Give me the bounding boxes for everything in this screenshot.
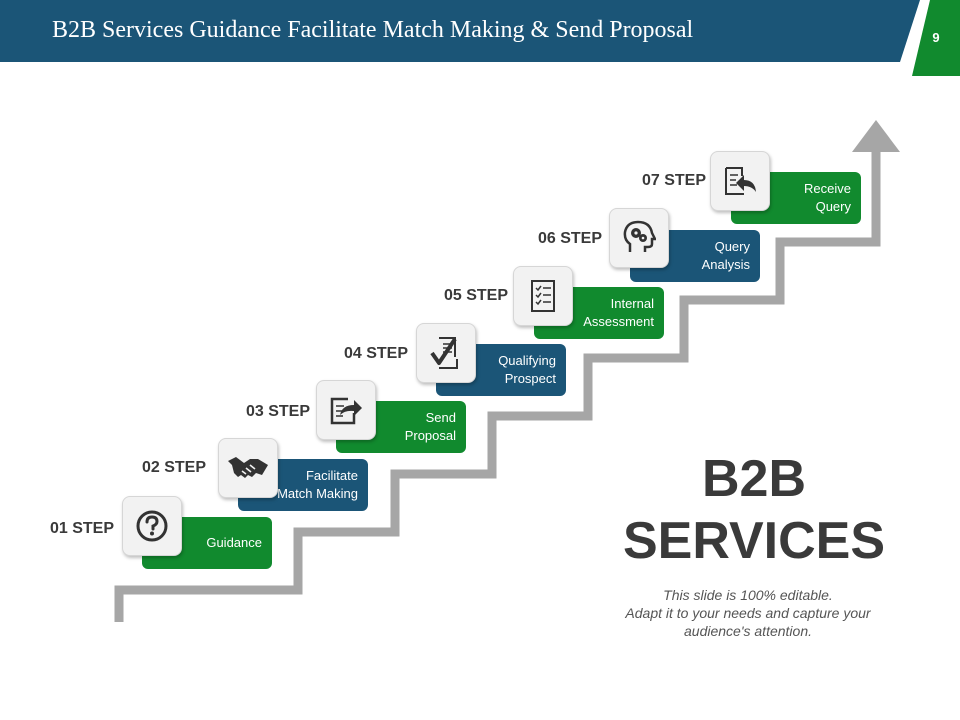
page-title: B2B Services Guidance Facilitate Match M… <box>52 17 694 43</box>
document-check-icon <box>430 337 458 369</box>
step-number-2: 02 STEP <box>141 459 206 476</box>
step-label-text: Guidance <box>206 535 262 550</box>
step-icon-tile-2 <box>218 438 278 498</box>
caption-line-2: Adapt it to your needs and capture your <box>625 605 871 621</box>
step-number-4: 04 STEP <box>343 345 408 362</box>
step-number-1: 01 STEP <box>49 520 114 537</box>
step-icon-tile-4 <box>416 323 476 383</box>
step-label-text: Qualifying Prospect <box>498 353 556 386</box>
step-box-query-analysis[interactable]: Query Analysis <box>630 230 760 282</box>
step-label-text: Receive Query <box>804 181 851 214</box>
head-gears-icon <box>623 220 656 252</box>
header-shapes <box>0 0 960 76</box>
step-icon-tile-1 <box>122 496 182 556</box>
page-number: 9 <box>932 30 940 45</box>
checklist-icon <box>531 280 555 312</box>
step-label-text: Query Analysis <box>701 239 750 272</box>
step-number-7: 07 STEP <box>641 172 706 189</box>
caption-text: This slide is 100% editable. Adapt it to… <box>598 586 898 640</box>
b2b-services-headline: B2B SERVICES <box>604 448 904 572</box>
step-label-text: Send Proposal <box>404 410 456 443</box>
headline-line-1: B2B <box>701 450 807 508</box>
header-bar: B2B Services Guidance Facilitate Match M… <box>0 0 960 76</box>
step-label-text: Internal Assessment <box>583 296 654 329</box>
handshake-icon <box>228 457 268 478</box>
step-icon-tile-5 <box>513 266 573 326</box>
share-icon <box>330 397 362 425</box>
caption-line-3: audience's attention. <box>684 623 812 639</box>
caption-line-1: This slide is 100% editable. <box>663 587 833 603</box>
step-label-text: Facilitate Match Making <box>277 468 358 501</box>
headline-line-2: SERVICES <box>622 512 886 570</box>
step-icon-tile-3 <box>316 380 376 440</box>
document-reply-icon <box>725 167 756 195</box>
step-icon-tile-6 <box>609 208 669 268</box>
question-icon <box>136 510 168 542</box>
step-number-5: 05 STEP <box>443 287 508 304</box>
step-number-6: 06 STEP <box>537 230 602 247</box>
step-number-3: 03 STEP <box>245 403 310 420</box>
step-icon-tile-7 <box>710 151 770 211</box>
